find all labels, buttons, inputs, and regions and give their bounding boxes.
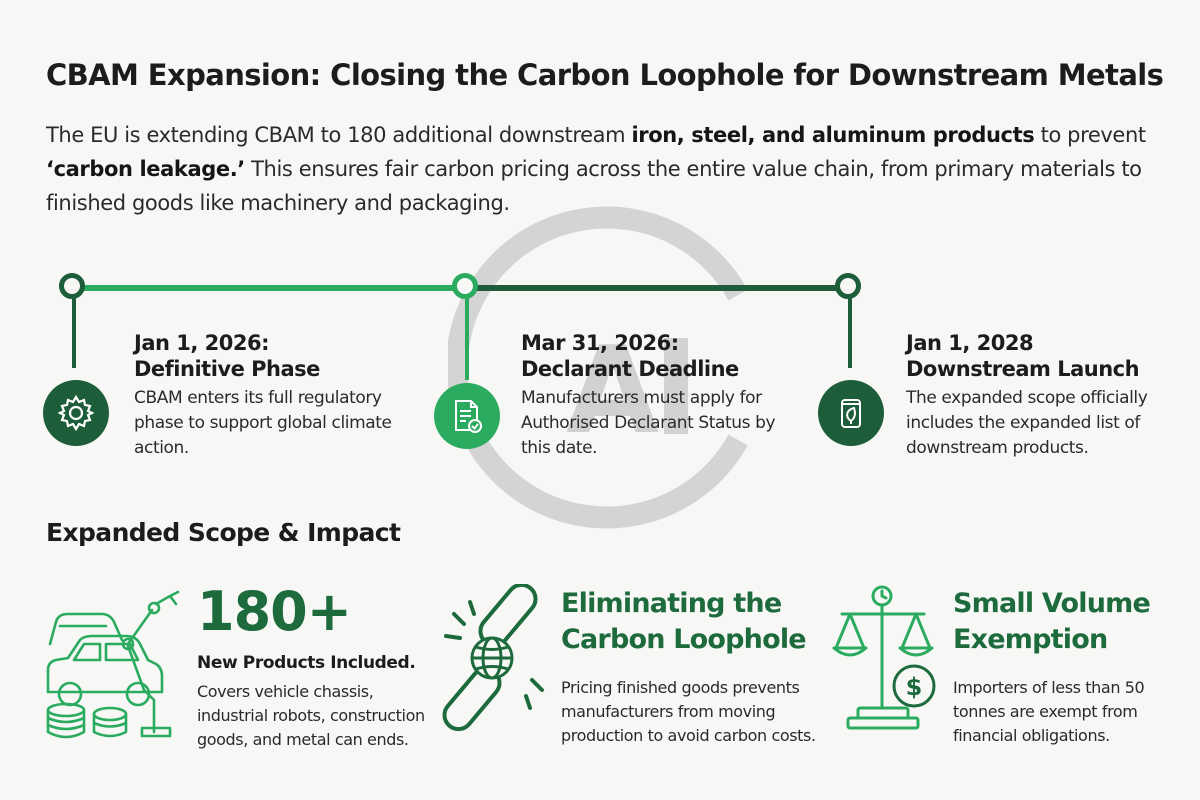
phase-date: Jan 1, 2028 xyxy=(906,331,1034,355)
timeline-connector-2 xyxy=(465,298,469,380)
vehicles-robot-icon xyxy=(46,590,180,739)
timeline-phase-1: Jan 1, 2026: Definitive Phase CBAM enter… xyxy=(134,330,394,461)
leaf-can-icon xyxy=(841,399,861,428)
products-description: Covers vehicle chassis, industrial robot… xyxy=(197,682,425,749)
balance-scale-dollar-icon: $ xyxy=(832,585,936,730)
phase-date: Jan 1, 2026: xyxy=(134,331,270,355)
page-title: CBAM Expansion: Closing the Carbon Looph… xyxy=(46,58,1164,92)
phase-name: Downstream Launch xyxy=(906,357,1140,381)
loophole-title: Eliminating the Carbon Loophole xyxy=(561,588,807,655)
timeline-phase-3: Jan 1, 2028 Downstream Launch The expand… xyxy=(906,330,1176,461)
timeline-line-segment-1 xyxy=(82,285,468,291)
section-title: Expanded Scope & Impact xyxy=(46,518,401,547)
gear-icon xyxy=(57,394,95,432)
timeline-node-2 xyxy=(452,273,478,299)
timeline-node-1 xyxy=(59,273,85,299)
intro-paragraph: The EU is extending CBAM to 180 addition… xyxy=(46,123,1146,215)
timeline-node-3 xyxy=(835,273,861,299)
phase-date: Mar 31, 2026: xyxy=(521,331,679,355)
stat-products-count: 180+ xyxy=(197,580,352,643)
exemption-title: Small Volume Exemption xyxy=(953,588,1151,655)
phase-description: Manufacturers must apply for Authorised … xyxy=(521,388,776,458)
svg-text:$: $ xyxy=(906,673,923,701)
loophole-description: Pricing finished goods prevents manufact… xyxy=(561,678,816,745)
broken-chain-globe-icon xyxy=(442,584,544,732)
timeline-phase-2: Mar 31, 2026: Declarant Deadline Manufac… xyxy=(521,330,781,461)
timeline-icon-circle-1 xyxy=(43,380,109,446)
phase-name: Definitive Phase xyxy=(134,357,320,381)
timeline-icon-circle-2 xyxy=(434,383,500,449)
timeline-connector-3 xyxy=(848,298,852,368)
phase-description: CBAM enters its full regulatory phase to… xyxy=(134,388,392,458)
document-check-icon xyxy=(455,400,482,433)
timeline-line-segment-2 xyxy=(468,285,848,291)
phase-name: Declarant Deadline xyxy=(521,357,739,381)
stat-products-subtitle: New Products Included. xyxy=(197,653,416,673)
timeline-connector-1 xyxy=(72,298,76,368)
exemption-description: Importers of less than 50 tonnes are exe… xyxy=(953,678,1145,745)
timeline-icon-circle-3 xyxy=(818,380,884,446)
phase-description: The expanded scope officially includes t… xyxy=(906,388,1148,458)
